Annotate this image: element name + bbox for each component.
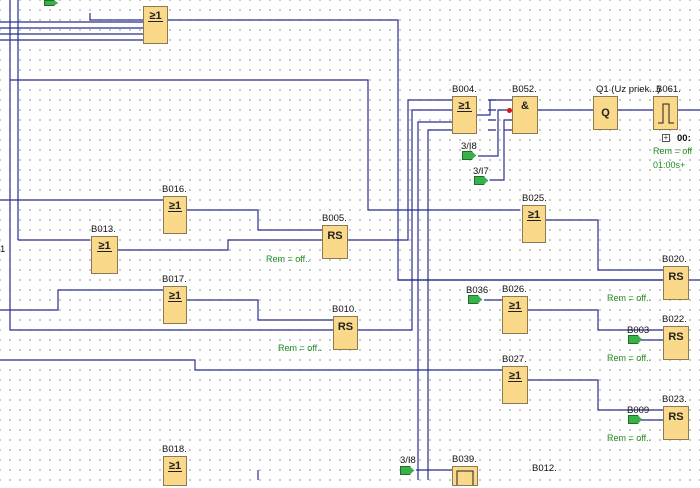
wire xyxy=(528,309,663,331)
rem-label: Rem = off.. xyxy=(607,353,652,363)
left-edge-label: 1 xyxy=(0,244,6,255)
block-or-top[interactable]: ≥1 xyxy=(143,6,168,44)
wire xyxy=(0,289,163,311)
input-label: B009 xyxy=(627,405,650,416)
block-B017[interactable]: ≥1 xyxy=(163,286,187,324)
block-symbol: ≥1 xyxy=(167,200,183,212)
wire xyxy=(118,239,322,251)
wire xyxy=(358,109,452,331)
block-symbol: RS xyxy=(668,271,684,283)
wire xyxy=(478,109,512,157)
input-flag-icon[interactable] xyxy=(44,0,58,6)
block-B023[interactable]: RS xyxy=(663,406,689,440)
block-symbol: Q xyxy=(601,107,610,119)
negated-input-marker xyxy=(507,108,512,113)
block-symbol: ≥1 xyxy=(507,300,523,312)
block-label: B022. xyxy=(662,314,687,325)
wire xyxy=(477,99,512,116)
block-symbol: & xyxy=(521,100,529,112)
input-flag-icon[interactable] xyxy=(468,295,482,304)
block-B025[interactable]: ≥1 xyxy=(522,205,546,243)
block-B018[interactable]: ≥1 xyxy=(163,456,187,486)
pulse-icon xyxy=(456,470,474,485)
block-Q1[interactable]: Q xyxy=(593,96,618,130)
expand-icon[interactable]: + xyxy=(662,133,670,142)
block-symbol: ≥1 xyxy=(148,10,163,22)
block-B005[interactable]: RS xyxy=(322,225,348,259)
input-flag-icon[interactable] xyxy=(628,415,642,424)
rem-label: Rem = off.. xyxy=(607,433,652,443)
block-B039[interactable] xyxy=(452,466,478,486)
rem-label: Rem = off.. xyxy=(607,293,652,303)
input-flag-icon[interactable] xyxy=(628,335,642,344)
block-symbol: RS xyxy=(327,230,343,242)
block-symbol: ≥1 xyxy=(167,290,183,302)
block-B013[interactable]: ≥1 xyxy=(91,236,118,274)
block-B052[interactable]: & xyxy=(512,96,538,134)
input-label: 3/I7 xyxy=(473,166,489,177)
block-label: B020. xyxy=(662,254,687,265)
block-B061[interactable] xyxy=(653,96,678,130)
block-symbol: ≥1 xyxy=(167,460,183,472)
input-label: B003 xyxy=(627,325,650,336)
input-label: B036 xyxy=(466,285,489,296)
timer-param: 01:00s+ xyxy=(653,160,686,170)
wire xyxy=(348,99,452,241)
input-flag-icon[interactable] xyxy=(474,176,488,185)
wire xyxy=(417,121,452,480)
block-B026[interactable]: ≥1 xyxy=(502,296,528,334)
block-label: B016. xyxy=(162,184,187,195)
wire xyxy=(546,219,663,271)
block-label: B026. xyxy=(502,284,527,295)
block-label: B027. xyxy=(502,354,527,365)
block-symbol: RS xyxy=(337,321,354,333)
block-label: Q1 (Uz priek...) xyxy=(596,84,661,95)
block-B010[interactable]: RS xyxy=(333,316,358,350)
pin-ticks xyxy=(488,99,496,131)
wire xyxy=(427,129,452,480)
block-symbol: ≥1 xyxy=(526,209,542,221)
block-symbol: RS xyxy=(668,411,684,423)
block-symbol: ≥1 xyxy=(507,370,523,382)
rem-label: Rem = off xyxy=(653,146,693,156)
block-B020[interactable]: RS xyxy=(663,266,689,300)
input-flag-icon[interactable] xyxy=(462,151,476,160)
rem-label: Rem = off.. xyxy=(278,343,323,353)
wire xyxy=(187,209,322,231)
block-label: B052. xyxy=(512,84,537,95)
wire xyxy=(187,299,333,321)
block-label: B018. xyxy=(162,444,187,455)
wire xyxy=(490,119,512,181)
block-label: B039. xyxy=(452,454,477,465)
rem-label: Rem = off.. xyxy=(266,254,311,264)
block-symbol: RS xyxy=(668,331,684,343)
block-symbol: ≥1 xyxy=(97,240,112,252)
block-label: B017. xyxy=(162,274,187,285)
block-label: B013. xyxy=(91,224,116,235)
block-B016[interactable]: ≥1 xyxy=(163,196,187,234)
wire xyxy=(0,359,502,371)
input-label: 3/I8 xyxy=(400,455,416,466)
input-flag-icon[interactable] xyxy=(400,466,414,475)
block-label: B025. xyxy=(522,193,547,204)
input-label: 3/I8 xyxy=(461,141,477,152)
block-B027[interactable]: ≥1 xyxy=(502,366,528,404)
block-B022[interactable]: RS xyxy=(663,326,689,360)
block-label: B061. xyxy=(656,84,681,95)
block-label: B010. xyxy=(332,304,357,315)
wire xyxy=(10,79,520,211)
block-label: B023. xyxy=(662,394,687,405)
block-label: B004. xyxy=(452,84,477,95)
block-B004[interactable]: ≥1 xyxy=(452,96,477,134)
wire xyxy=(528,379,663,411)
timer-value: 00: xyxy=(677,133,691,144)
block-label: B005. xyxy=(322,213,347,224)
block-label: B012. xyxy=(532,463,557,474)
block-symbol: ≥1 xyxy=(457,100,472,112)
pulse-icon xyxy=(658,103,674,124)
